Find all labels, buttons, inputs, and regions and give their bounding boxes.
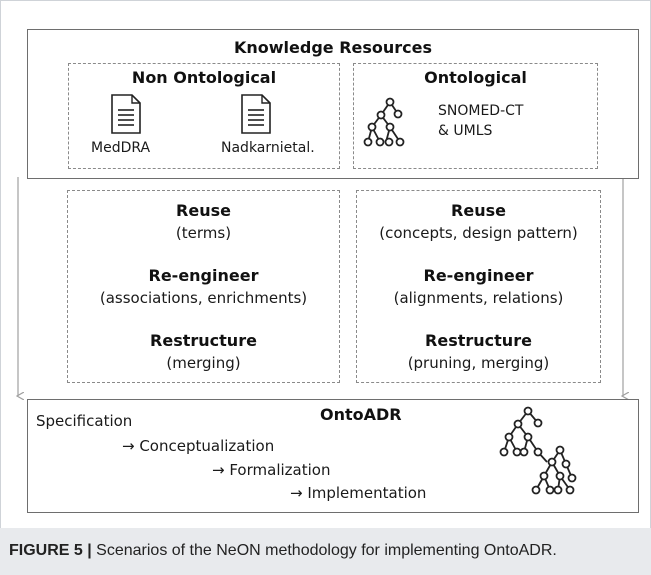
non-ontological-process-box: Reuse (terms) Re-engineer (associations,… [67,190,340,383]
knowledge-resources-title: Knowledge Resources [233,38,433,57]
document-icon [241,94,271,134]
caption-text: Scenarios of the NeON methodology for im… [91,542,557,559]
step-implementation: → Implementation [290,484,427,502]
non-ontological-box: Non Ontological MedDRA Nadkarnietal. [68,63,340,169]
ontological-source-line1: SNOMED-CT [438,103,524,119]
right-restructure-title: Restructure [425,331,532,350]
left-restructure-title: Restructure [150,331,257,350]
ontological-source-line2: & UMLS [438,123,493,139]
ontology-tree-icon [499,406,577,495]
ontological-title: Ontological [424,68,527,87]
knowledge-resources-box: Knowledge Resources Non Ontological MedD… [27,29,639,179]
doc-label-nadkarni: Nadkarnietal. [221,140,315,156]
right-restructure-detail: (pruning, merging) [407,354,550,372]
step-specification: Specification [36,412,133,430]
ontological-process-box: Reuse (concepts, design pattern) Re-engi… [356,190,601,383]
caption-label: FIGURE 5 | [9,542,92,559]
connector-arrows [1,177,650,529]
ontology-tree-icon [363,97,405,147]
step-formalization: → Formalization [212,461,331,479]
right-reuse-detail: (concepts, design pattern) [379,224,578,242]
ontoadr-title: OntoADR [320,405,402,424]
non-ontological-title: Non Ontological [131,68,277,87]
figure-caption: FIGURE 5 | Scenarios of the NeON methodo… [0,528,651,575]
step-conceptualization: → Conceptualization [122,437,275,455]
left-reengineer-detail: (associations, enrichments) [99,289,308,307]
right-reengineer-title: Re-engineer [423,266,534,285]
doc-label-meddra: MedDRA [91,140,151,156]
ontological-box: Ontological [353,63,598,169]
left-reengineer-title: Re-engineer [148,266,259,285]
caption-text-line: FIGURE 5 | Scenarios of the NeON methodo… [9,542,557,560]
left-restructure-detail: (merging) [166,354,241,372]
left-reuse-detail: (terms) [175,224,232,242]
document-icon [111,94,141,134]
ontoadr-box: OntoADR Specification → Conceptualizatio… [27,399,639,513]
right-reengineer-detail: (alignments, relations) [393,289,564,307]
left-reuse-title: Reuse [176,201,231,220]
figure-frame: Knowledge Resources Non Ontological MedD… [0,0,651,530]
right-reuse-title: Reuse [451,201,506,220]
